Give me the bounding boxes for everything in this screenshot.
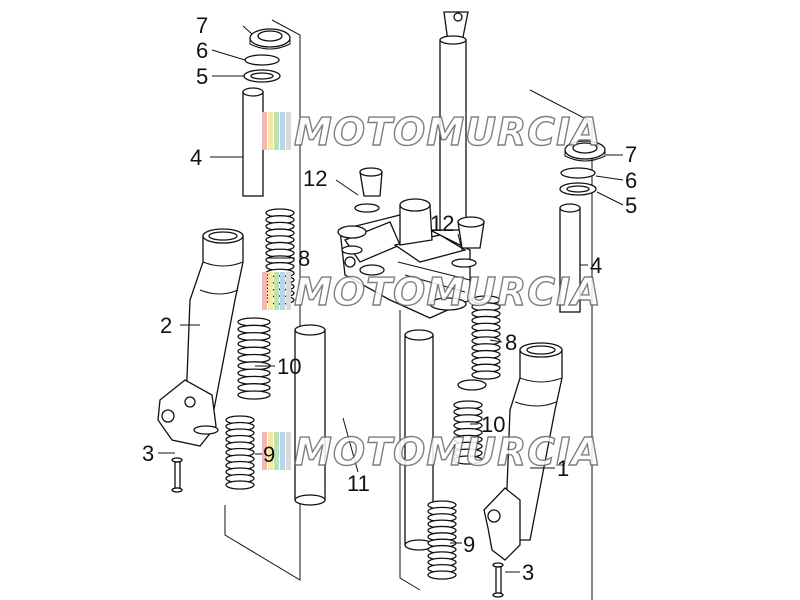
washer-right <box>559 182 597 196</box>
fork-slider-left <box>157 228 244 447</box>
fork-crown-bracket <box>337 198 471 319</box>
callout-9-right: 9 <box>463 532 475 557</box>
washer-left <box>243 69 281 83</box>
steering-tube <box>404 11 469 551</box>
callout-6-right: 6 <box>625 168 637 193</box>
callout-3-left: 3 <box>142 441 154 466</box>
callout-4-right: 4 <box>590 253 602 278</box>
watermark-stripe <box>268 432 273 470</box>
watermark-stripe <box>274 272 279 310</box>
fork-slider-right <box>483 342 563 561</box>
bolt-right <box>492 562 504 598</box>
callout-4-left: 4 <box>190 145 202 170</box>
leader-lines <box>158 25 624 573</box>
callout-7-left: 7 <box>196 13 208 38</box>
watermark-stripe <box>274 112 279 150</box>
watermark-text: MOTOMURCIA <box>294 430 602 474</box>
callout-5-right: 5 <box>625 193 637 218</box>
stanchion-lower-left <box>294 324 326 506</box>
callout-8-right: 8 <box>505 330 517 355</box>
callout-5-left: 5 <box>196 64 208 89</box>
callout-12-left: 12 <box>303 166 327 191</box>
callout-9-left: 9 <box>263 442 275 467</box>
watermark-stripe <box>262 272 267 310</box>
cap-seal-left <box>249 28 291 50</box>
o-ring-left <box>244 54 280 66</box>
spacer-ring-right <box>457 379 487 391</box>
callout-2-left: 2 <box>160 313 172 338</box>
watermark-middle: MOTOMURCIA <box>262 269 602 315</box>
watermark-stripe <box>286 112 291 150</box>
watermark-stripe <box>280 112 285 150</box>
o-ring-right <box>560 167 596 179</box>
watermark-stripe <box>262 432 267 470</box>
watermark-text: MOTOMURCIA <box>294 110 602 154</box>
watermark-bottom: MOTOMURCIA <box>262 429 602 475</box>
left-assembly-frame <box>224 19 301 581</box>
spring-coil <box>427 570 457 580</box>
callout-10-left: 10 <box>277 354 301 379</box>
spring-lower-right <box>427 500 457 580</box>
callout-labels: 7 6 5 4 2 3 8 10 9 11 12 12 7 6 5 4 8 10… <box>142 13 637 585</box>
callout-8-left: 8 <box>298 246 310 271</box>
spring-middle-left <box>237 317 271 400</box>
cap-seal-right <box>564 140 606 162</box>
spring-upper-right <box>471 295 501 380</box>
spacer-tube-right <box>559 203 581 313</box>
spring-coil <box>471 370 501 380</box>
callout-12-right: 12 <box>430 211 454 236</box>
callout-7-right: 7 <box>625 142 637 167</box>
right-assembly-frame <box>529 89 593 600</box>
spring-coil <box>453 455 483 465</box>
callout-3-right: 3 <box>522 560 534 585</box>
callout-1: 1 <box>557 456 569 481</box>
watermark-stripe <box>286 272 291 310</box>
spring-coil <box>225 480 255 490</box>
watermark-stripe <box>268 112 273 150</box>
watermark-text: MOTOMURCIA <box>294 270 602 314</box>
watermark-stripe <box>280 272 285 310</box>
bushing-right <box>451 216 485 268</box>
right-assembly-frame-lower <box>399 310 421 591</box>
watermark-stripe <box>280 432 285 470</box>
bushing-left <box>354 167 383 213</box>
watermark-stripe <box>286 432 291 470</box>
bolt-left <box>171 457 183 493</box>
callout-11: 11 <box>347 471 370 496</box>
watermark-stripe <box>274 432 279 470</box>
watermark-top: MOTOMURCIA <box>262 109 602 155</box>
callout-10-right: 10 <box>481 412 505 437</box>
callout-6-left: 6 <box>196 38 208 63</box>
spring-coil <box>237 390 271 400</box>
watermark-stripe <box>268 272 273 310</box>
spring-middle-right <box>453 400 483 465</box>
spring-lower-left <box>225 415 255 490</box>
watermark-stripe <box>262 112 267 150</box>
spacer-tube-left <box>242 87 264 197</box>
